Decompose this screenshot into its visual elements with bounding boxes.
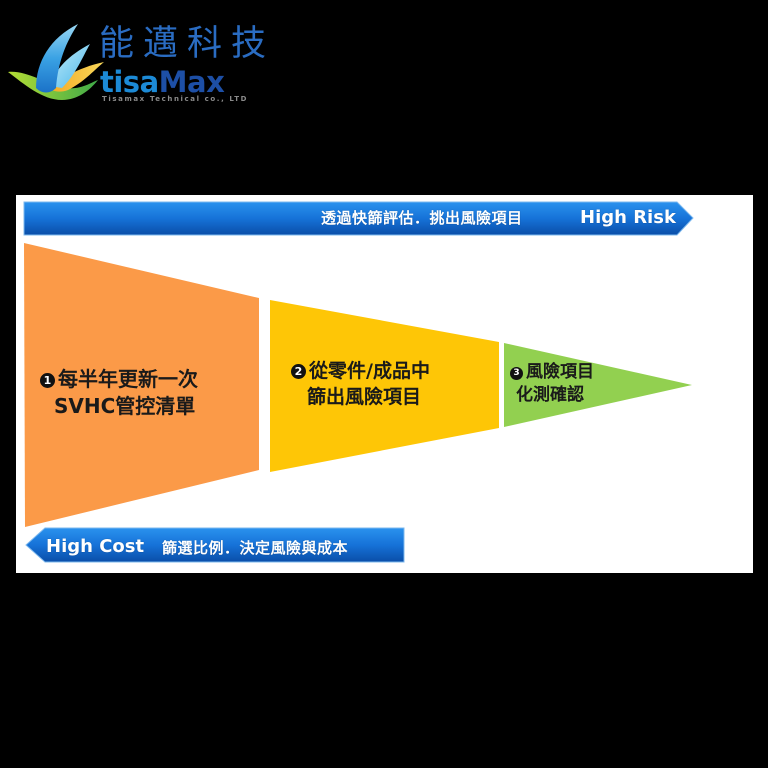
stage-2-line1: 從零件/成品中 [309,360,430,382]
funnel-graphic [23,201,694,563]
company-logo: 能邁科技 tisaMax Tisamax Technical co., LTD [0,0,300,115]
bird-wing-logo-icon [8,24,104,100]
stage-2-line2: 篩出風險項目 [307,386,422,408]
brand-wordmark-max: Max [158,65,225,99]
high-risk-arrow [23,201,694,236]
high-risk-arrow-caption: 透過快篩評估．挑出風險項目 [321,209,523,227]
stage-3-line1: 風險項目 [526,362,594,382]
brand-wordmark: tisaMax [100,65,225,99]
stage-3-shape [504,343,692,427]
high-cost-label: High Cost [46,536,145,557]
company-name-cn: 能邁科技 [99,24,276,64]
step-3-badge: 3 [510,367,523,380]
stage-2-shape [270,300,499,472]
step-2-badge: 2 [291,364,306,379]
high-cost-arrow [25,527,405,563]
stage-1-line1: 每半年更新一次 [58,367,198,391]
company-name-en: Tisamax Technical co., LTD [102,95,249,103]
high-cost-arrow-caption: 篩選比例．決定風險與成本 [162,539,349,557]
step-1-badge: 1 [40,373,55,388]
high-risk-label: High Risk [580,207,676,228]
brand-wordmark-tisa: tisa [100,65,159,99]
stage-1-line2: SVHC管控清單 [54,394,196,418]
stage-1-shape [24,243,259,527]
stage-3-line2: 化測確認 [516,385,584,405]
